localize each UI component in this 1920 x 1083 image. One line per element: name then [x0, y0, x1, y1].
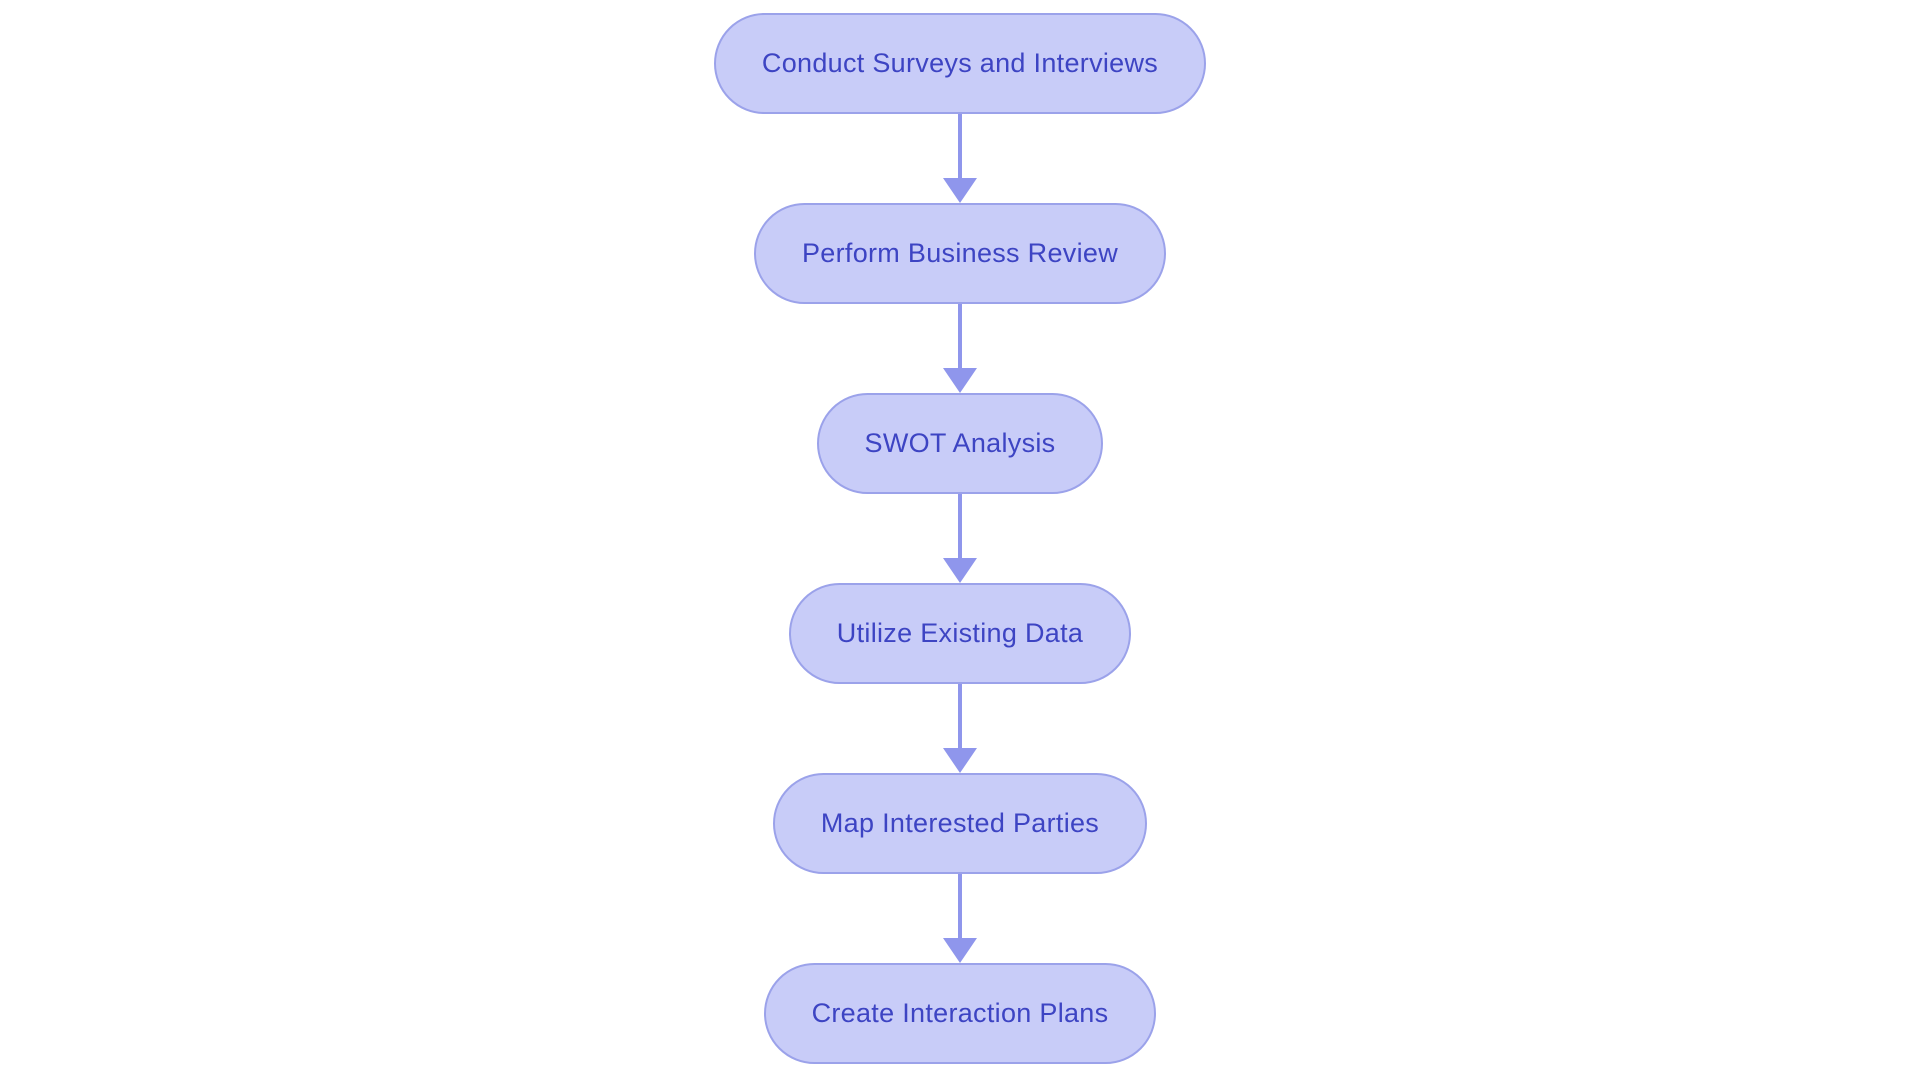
arrow-line — [958, 304, 962, 368]
arrow-down-icon — [943, 938, 977, 963]
arrow-line — [958, 494, 962, 558]
arrow-line — [958, 114, 962, 178]
arrow-down-icon — [943, 748, 977, 773]
flow-edge-3 — [943, 494, 977, 583]
node-label: Perform Business Review — [801, 238, 1118, 268]
arrow-line — [958, 684, 962, 748]
flow-node-business-review: Perform Business Review — [753, 203, 1166, 304]
arrow-down-icon — [943, 558, 977, 583]
flow-node-conduct-surveys: Conduct Surveys and Interviews — [713, 13, 1207, 114]
flow-edge-4 — [943, 684, 977, 773]
node-label: SWOT Analysis — [864, 428, 1056, 458]
flow-node-swot-analysis: SWOT Analysis — [816, 393, 1104, 494]
arrow-down-icon — [943, 368, 977, 393]
node-label: Map Interested Parties — [820, 808, 1100, 838]
flow-node-map-parties: Map Interested Parties — [772, 773, 1148, 874]
flow-node-interaction-plans: Create Interaction Plans — [763, 963, 1157, 1064]
node-label: Conduct Surveys and Interviews — [761, 48, 1159, 78]
arrow-down-icon — [943, 178, 977, 203]
node-label: Utilize Existing Data — [836, 618, 1084, 648]
flow-edge-2 — [943, 304, 977, 393]
flow-node-existing-data: Utilize Existing Data — [788, 583, 1132, 684]
flow-edge-5 — [943, 874, 977, 963]
arrow-line — [958, 874, 962, 938]
node-label: Create Interaction Plans — [811, 998, 1109, 1028]
flow-edge-1 — [943, 114, 977, 203]
